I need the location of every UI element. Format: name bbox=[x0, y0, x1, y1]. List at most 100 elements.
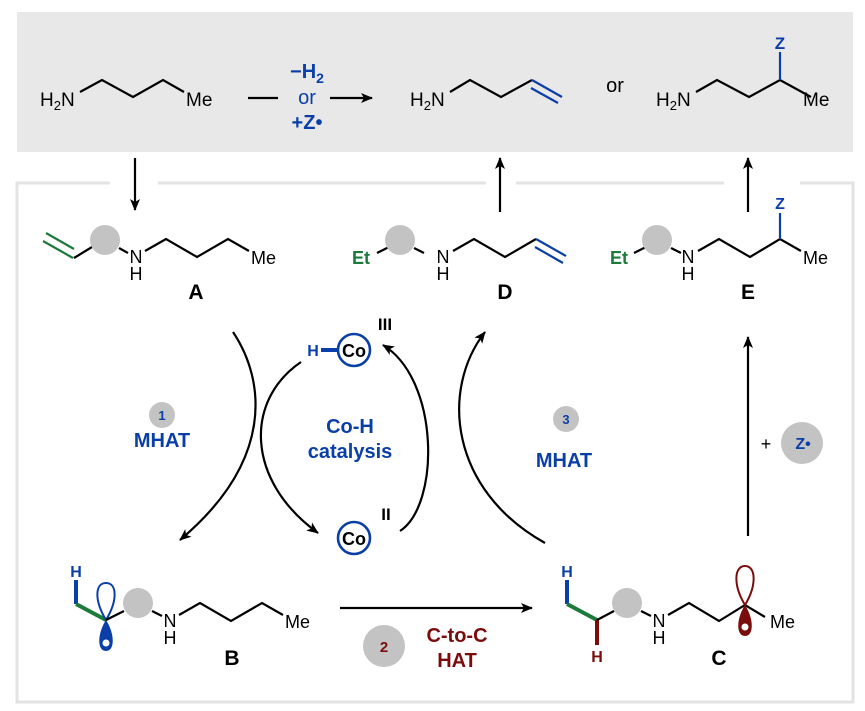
intermediate-B: H N H Me B bbox=[70, 564, 310, 670]
step-label: MHAT bbox=[134, 430, 190, 452]
p-orbital-upper-lobe bbox=[96, 581, 116, 622]
hydrogen-label-top: H bbox=[561, 564, 573, 581]
nh-hydrogen-label: H bbox=[130, 264, 143, 284]
linker-bond bbox=[670, 247, 682, 254]
amine-group: H2N bbox=[40, 90, 75, 113]
methyl-label: Me bbox=[186, 90, 212, 111]
intermediate-E: Et N H Z Me E bbox=[610, 196, 828, 304]
nitrogen-label: N bbox=[164, 611, 177, 631]
reagent-badge bbox=[781, 422, 823, 464]
linker-bond bbox=[118, 247, 129, 254]
condition-dehydrogenation: −H2 bbox=[290, 61, 324, 86]
header-panel: H2N Me −H2 or +Z• H2N or H2N Z Me bbox=[17, 12, 853, 152]
methyl-label: Me bbox=[251, 248, 276, 268]
linker-bond bbox=[413, 247, 425, 254]
cobalt-ring bbox=[336, 520, 372, 556]
carbon-chain bbox=[695, 78, 812, 99]
carbon-chain bbox=[449, 78, 533, 99]
step-2: 2 C-to-C HAT bbox=[363, 625, 488, 672]
compound-label-E: E bbox=[741, 281, 755, 304]
intermediate-C: H H N H Me C bbox=[561, 564, 795, 670]
step-1: 1 MHAT bbox=[134, 402, 190, 452]
linker-bond bbox=[105, 610, 125, 621]
methyl-label: Me bbox=[803, 90, 829, 111]
radical-reagent: + Z• bbox=[761, 422, 823, 464]
product-alkene: H2N bbox=[410, 78, 563, 113]
arrow-CoII-to-CoIII bbox=[382, 344, 430, 532]
cobalt-ring bbox=[336, 332, 372, 368]
tether-node bbox=[123, 588, 153, 618]
hydrogen-label-bottom: H bbox=[591, 649, 603, 666]
compound-label-C: C bbox=[711, 647, 726, 670]
catalysis-title-line2: catalysis bbox=[308, 441, 393, 463]
cobalt-label: Co bbox=[342, 341, 366, 361]
linker-bond bbox=[73, 246, 93, 259]
intermediate-A: N H Me A bbox=[42, 225, 276, 304]
cobalt-ii-complex: Co II bbox=[336, 505, 391, 556]
nitrogen-label: N bbox=[437, 247, 450, 267]
condition-or: or bbox=[298, 87, 316, 109]
amine-group: H2N bbox=[656, 90, 691, 113]
cobalt-label: Co bbox=[342, 529, 366, 549]
tether-node bbox=[90, 225, 120, 255]
plus-sign: + bbox=[761, 434, 772, 454]
methyl-label: Me bbox=[803, 248, 828, 268]
radical-dot bbox=[102, 639, 110, 647]
condition-radical: +Z• bbox=[292, 112, 323, 134]
c-c-bond bbox=[75, 602, 107, 622]
hydrogen-label: H bbox=[70, 564, 82, 581]
step-badge bbox=[363, 625, 405, 667]
alkene-bond-second bbox=[534, 246, 564, 264]
step-number: 2 bbox=[380, 639, 388, 656]
vinyl-bond-second bbox=[45, 232, 75, 250]
nitrogen-label: N bbox=[653, 611, 666, 631]
nh-hydrogen-label: H bbox=[682, 264, 695, 284]
ethyl-label: Et bbox=[352, 248, 370, 268]
compound-label-A: A bbox=[188, 281, 203, 304]
methyl-label: Me bbox=[285, 612, 310, 632]
amine-group: H2N bbox=[410, 90, 445, 113]
z-substituent: Z bbox=[775, 196, 785, 213]
linker-bond bbox=[596, 610, 615, 621]
carbon-chain bbox=[697, 237, 802, 259]
compound-label-B: B bbox=[224, 647, 239, 670]
arrow-A-to-B bbox=[179, 331, 257, 541]
oxidation-state-label: III bbox=[378, 315, 392, 334]
methyl-label: Me bbox=[770, 612, 795, 632]
alkene-bond bbox=[531, 79, 563, 98]
carbon-chain bbox=[178, 601, 284, 623]
radical-dot bbox=[741, 623, 749, 631]
step-label: MHAT bbox=[536, 450, 592, 472]
nh-hydrogen-label: H bbox=[164, 628, 177, 648]
tether-node bbox=[612, 588, 642, 618]
tether-node bbox=[642, 225, 672, 255]
step-badge bbox=[553, 406, 579, 432]
mechanism-frame bbox=[15, 181, 855, 704]
intermediate-D: Et N H D bbox=[352, 225, 567, 304]
step-number: 1 bbox=[158, 408, 165, 423]
p-orbital-upper-lobe bbox=[735, 564, 755, 607]
substrate-butylamine: H2N Me bbox=[40, 78, 212, 113]
carbon-chain bbox=[667, 601, 766, 623]
z-substituent: Z bbox=[775, 34, 785, 53]
compound-label-D: D bbox=[497, 281, 512, 304]
nitrogen-label: N bbox=[130, 247, 143, 267]
ethyl-label: Et bbox=[610, 248, 628, 268]
header-background bbox=[17, 12, 853, 152]
or-label: or bbox=[606, 75, 624, 97]
hydride-label: H bbox=[307, 343, 319, 360]
linker-bond bbox=[151, 610, 163, 617]
arrow-C-to-D bbox=[458, 331, 546, 544]
oxidation-state-label: II bbox=[381, 505, 390, 524]
step-number: 3 bbox=[562, 412, 569, 427]
carbon-chain bbox=[79, 78, 185, 99]
step-label: C-to-C bbox=[426, 625, 487, 647]
step-3: 3 MHAT bbox=[536, 406, 592, 472]
step-label-line2: HAT bbox=[437, 650, 477, 672]
p-orbital-lower-lobe bbox=[738, 605, 752, 636]
product-functionalized: H2N Z Me bbox=[656, 34, 829, 113]
step-badge bbox=[149, 402, 175, 428]
linker-bond bbox=[633, 246, 647, 254]
z-radical-label: Z• bbox=[795, 436, 811, 453]
